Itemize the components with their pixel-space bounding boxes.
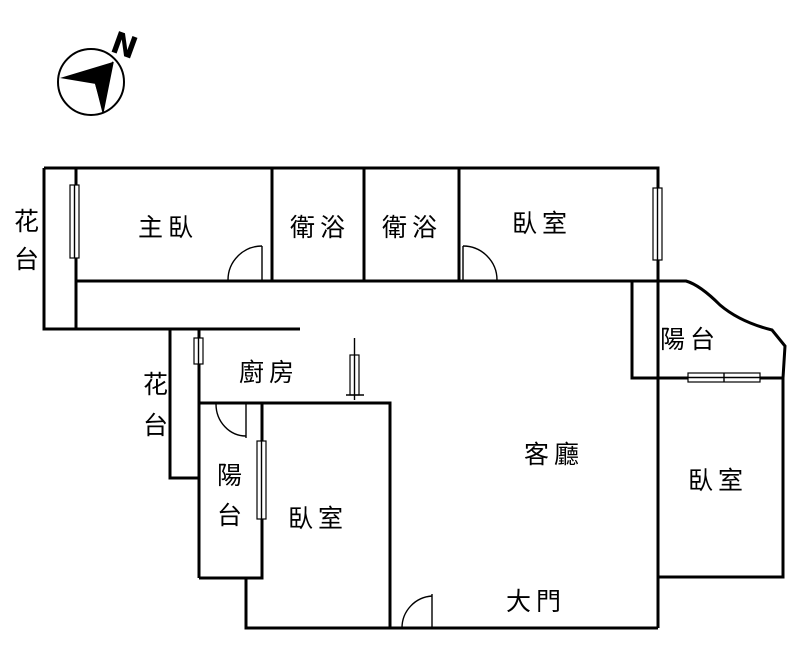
room-label-main-door: 大門 [506,587,566,616]
room-label-bath-2: 衛浴 [382,213,442,242]
room-label-master-bedroom: 主臥 [138,213,198,242]
room-label-balcony-e: 陽台 [660,325,720,354]
doors [215,245,498,629]
room-label-bedroom-e: 臥室 [688,466,748,495]
planter-top-char-2: 台 [14,245,39,274]
planter-top-char-1: 花 [14,207,39,236]
room-labels: 主臥 衛浴 衛浴 臥室 陽台 臥室 廚房 客廳 臥室 大門 花 台 花 台 陽 … [14,207,748,616]
balcony-w-char-2: 台 [217,501,242,530]
room-label-living-room: 客廳 [524,440,584,469]
room-label-bath-1: 衛浴 [290,213,350,242]
compass-icon: N [57,25,142,116]
room-label-bedroom-ne: 臥室 [512,209,572,238]
balcony-w-char-1: 陽 [217,461,242,490]
room-label-bedroom-s: 臥室 [288,504,348,533]
windows [69,184,761,520]
planter-mid-char-2: 台 [143,411,168,440]
room-label-kitchen: 廚房 [239,358,299,387]
planter-mid-char-1: 花 [143,370,168,399]
walls [42,166,787,630]
